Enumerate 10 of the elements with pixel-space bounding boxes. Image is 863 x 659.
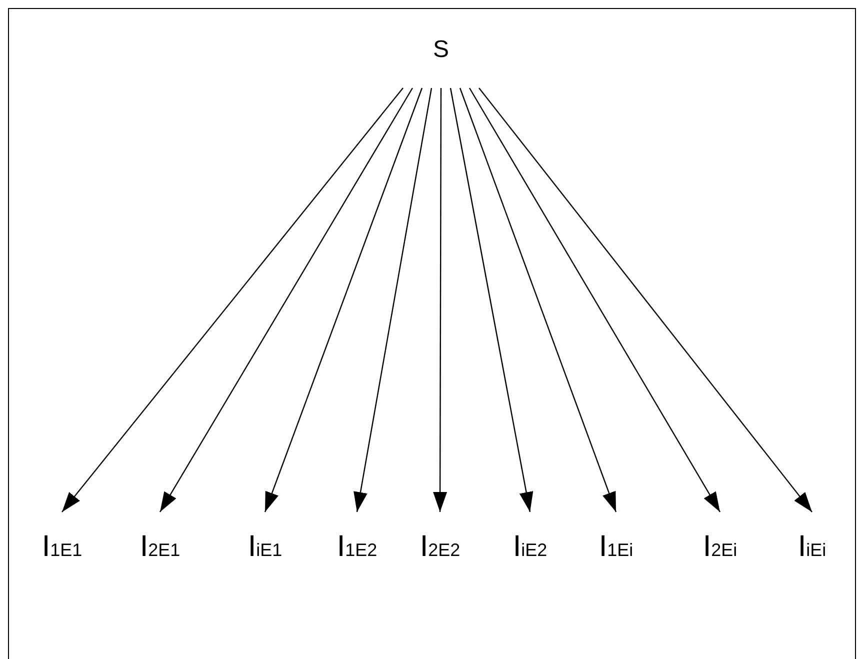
arrow [478, 88, 812, 512]
arrow [159, 88, 414, 512]
arrow [468, 88, 721, 512]
source-label: S [432, 38, 449, 62]
arrow [62, 88, 404, 512]
arrow [450, 88, 534, 512]
arrow [264, 88, 423, 512]
arrow [433, 88, 448, 512]
arrow [354, 88, 432, 512]
arrow [459, 88, 617, 512]
